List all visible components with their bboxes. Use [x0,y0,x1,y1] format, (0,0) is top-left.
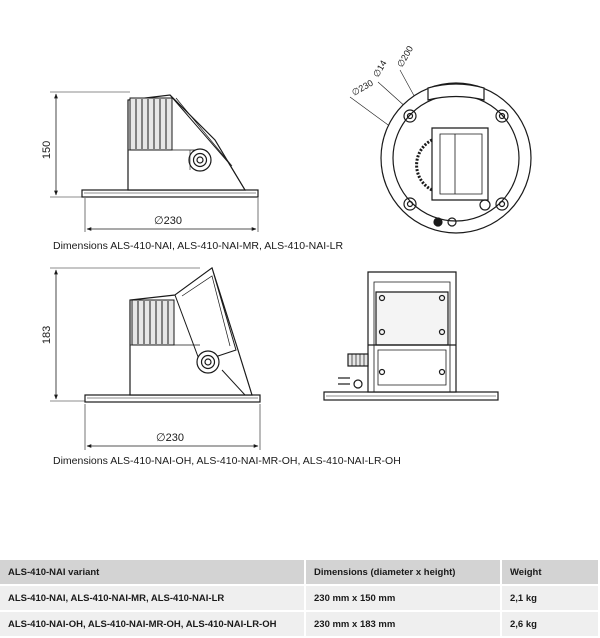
height-label-183: 183 [41,326,53,344]
figure-1-caption: Dimensions ALS-410-NAI, ALS-410-NAI-MR, … [53,240,344,252]
height-label-150: 150 [41,141,53,159]
table-header-row: ALS-410-NAI variant Dimensions (diameter… [0,560,600,586]
table-cell-dimensions: 230 mm x 150 mm [305,585,502,612]
diameter-label-230: ∅230 [156,432,184,444]
side-view-oh [50,267,261,450]
table-header-dimensions: Dimensions (diameter x height) [305,560,502,586]
diameter-label-230: ∅230 [154,215,182,227]
table-header-weight: Weight [501,560,600,586]
table-header-variant: ALS-410-NAI variant [0,560,306,586]
technical-drawing: 150 ∅230 ∅200 ∅14 ∅230 [41,44,532,450]
top-view [349,69,532,234]
figure-2-caption: Dimensions ALS-410-NAI-OH, ALS-410-NAI-M… [53,455,401,467]
top-view-label-200: ∅200 [395,44,415,69]
specification-table: ALS-410-NAI variant Dimensions (diameter… [0,560,600,638]
table-cell-variant: ALS-410-NAI-OH, ALS-410-NAI-MR-OH, ALS-4… [0,611,306,638]
side-view-standard [50,91,259,232]
front-view [323,271,499,401]
table-cell-variant: ALS-410-NAI, ALS-410-NAI-MR, ALS-410-NAI… [0,585,306,612]
top-view-label-230: ∅230 [350,78,375,98]
table-cell-weight: 2,6 kg [501,611,600,638]
top-view-label-14: ∅14 [371,59,389,79]
table-row: ALS-410-NAI, ALS-410-NAI-MR, ALS-410-NAI… [0,585,600,612]
table-cell-dimensions: 230 mm x 183 mm [305,611,502,638]
table-cell-weight: 2,1 kg [501,585,600,612]
table-row: ALS-410-NAI-OH, ALS-410-NAI-MR-OH, ALS-4… [0,611,600,638]
